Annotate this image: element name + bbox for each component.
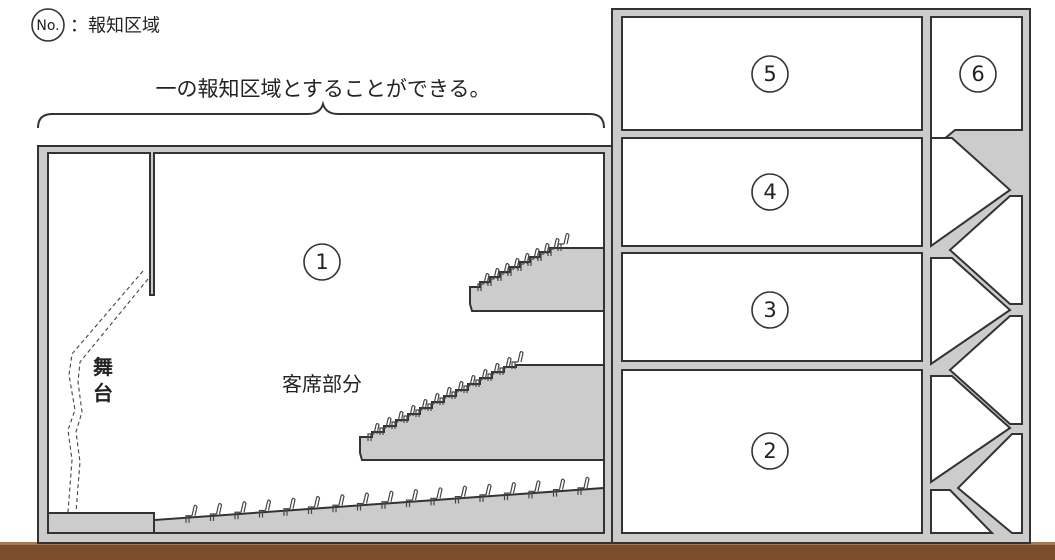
stair-flight bbox=[948, 315, 1023, 425]
stage-label-1: 舞 bbox=[93, 355, 113, 379]
zone-circle bbox=[959, 55, 997, 93]
zone-number: 4 bbox=[763, 180, 776, 204]
curtain-line bbox=[75, 278, 149, 513]
ground-floor-rake bbox=[153, 486, 605, 534]
stair-flight bbox=[930, 375, 1012, 484]
seat-glyph bbox=[552, 478, 566, 497]
zone-1: 1 bbox=[303, 243, 341, 281]
seat-glyph bbox=[503, 481, 517, 501]
zone-number: 3 bbox=[763, 298, 776, 322]
seat-glyph bbox=[527, 247, 540, 266]
seat-glyph bbox=[463, 374, 476, 393]
zone-5: 5 bbox=[751, 55, 789, 93]
seat-glyph bbox=[415, 398, 428, 417]
stair-flight bbox=[930, 137, 1012, 248]
stage-platform bbox=[47, 512, 155, 534]
seat-glyph bbox=[577, 476, 590, 495]
seat-glyph bbox=[185, 504, 198, 523]
seat-glyph bbox=[283, 497, 296, 516]
zone-4: 4 bbox=[751, 173, 789, 211]
seat-glyph bbox=[451, 380, 464, 399]
seat-glyph bbox=[381, 490, 394, 509]
seat-glyph bbox=[507, 257, 520, 276]
seat-glyph bbox=[430, 487, 443, 506]
seat-glyph bbox=[379, 416, 392, 435]
seat-glyph bbox=[528, 480, 541, 499]
seat-glyph bbox=[439, 386, 452, 405]
hall-wall bbox=[37, 145, 613, 544]
seat-glyph bbox=[356, 492, 370, 511]
ground bbox=[0, 544, 1055, 560]
legend-badge-frame bbox=[31, 8, 65, 42]
zone-circle bbox=[751, 432, 789, 470]
seat-glyph bbox=[209, 502, 223, 521]
seats bbox=[185, 232, 590, 523]
seat-glyph bbox=[537, 242, 550, 261]
seat-glyph bbox=[391, 410, 404, 429]
seat-glyph bbox=[403, 404, 416, 423]
caption: 一の報知区域とすることができる。 bbox=[156, 77, 491, 101]
seat-glyph bbox=[307, 495, 321, 515]
zone-circle bbox=[751, 291, 789, 329]
seat-glyph bbox=[511, 350, 524, 369]
seat-glyph bbox=[487, 267, 500, 286]
seat-glyph bbox=[517, 252, 530, 271]
seat-glyph bbox=[547, 237, 560, 256]
zone-2: 2 bbox=[751, 432, 789, 470]
seat-glyph bbox=[475, 368, 488, 387]
seat-glyph bbox=[557, 232, 570, 251]
seat-glyph bbox=[497, 262, 510, 281]
lower-balcony bbox=[359, 364, 605, 461]
seat-glyph bbox=[332, 494, 345, 513]
seat-glyph bbox=[405, 488, 419, 508]
zone-6: 6 bbox=[959, 55, 997, 93]
stage-label-2: 台 bbox=[93, 381, 113, 405]
seat-glyph bbox=[258, 499, 272, 518]
seat-glyph bbox=[479, 483, 492, 502]
seating-label: 客席部分 bbox=[282, 372, 362, 396]
zone-number: 5 bbox=[763, 62, 776, 86]
stair-flight bbox=[956, 433, 1023, 534]
zone-circle bbox=[751, 173, 789, 211]
zone-number: 2 bbox=[763, 439, 776, 463]
zone-circle bbox=[751, 55, 789, 93]
seat-glyph bbox=[367, 422, 380, 441]
legend-badge-text: No. bbox=[36, 18, 59, 34]
seat-glyph bbox=[487, 362, 500, 381]
zone-number: 6 bbox=[971, 62, 984, 86]
stair-landing bbox=[930, 489, 995, 534]
seat-glyph bbox=[499, 356, 512, 375]
seat-glyph bbox=[477, 272, 490, 291]
grouping-brace bbox=[37, 100, 605, 129]
legend: No. ：報知区域 bbox=[31, 8, 160, 42]
seat-glyph bbox=[454, 485, 468, 504]
curtain-line bbox=[67, 270, 144, 513]
seat-glyph bbox=[234, 501, 247, 520]
zone-circle bbox=[303, 243, 341, 281]
zone-number: 1 bbox=[315, 250, 328, 274]
stair-flight bbox=[930, 257, 1012, 366]
stair-flight bbox=[948, 195, 1023, 305]
zone-3: 3 bbox=[751, 291, 789, 329]
seat-glyph bbox=[427, 392, 440, 411]
legend-text: ：報知区域 bbox=[70, 16, 160, 37]
